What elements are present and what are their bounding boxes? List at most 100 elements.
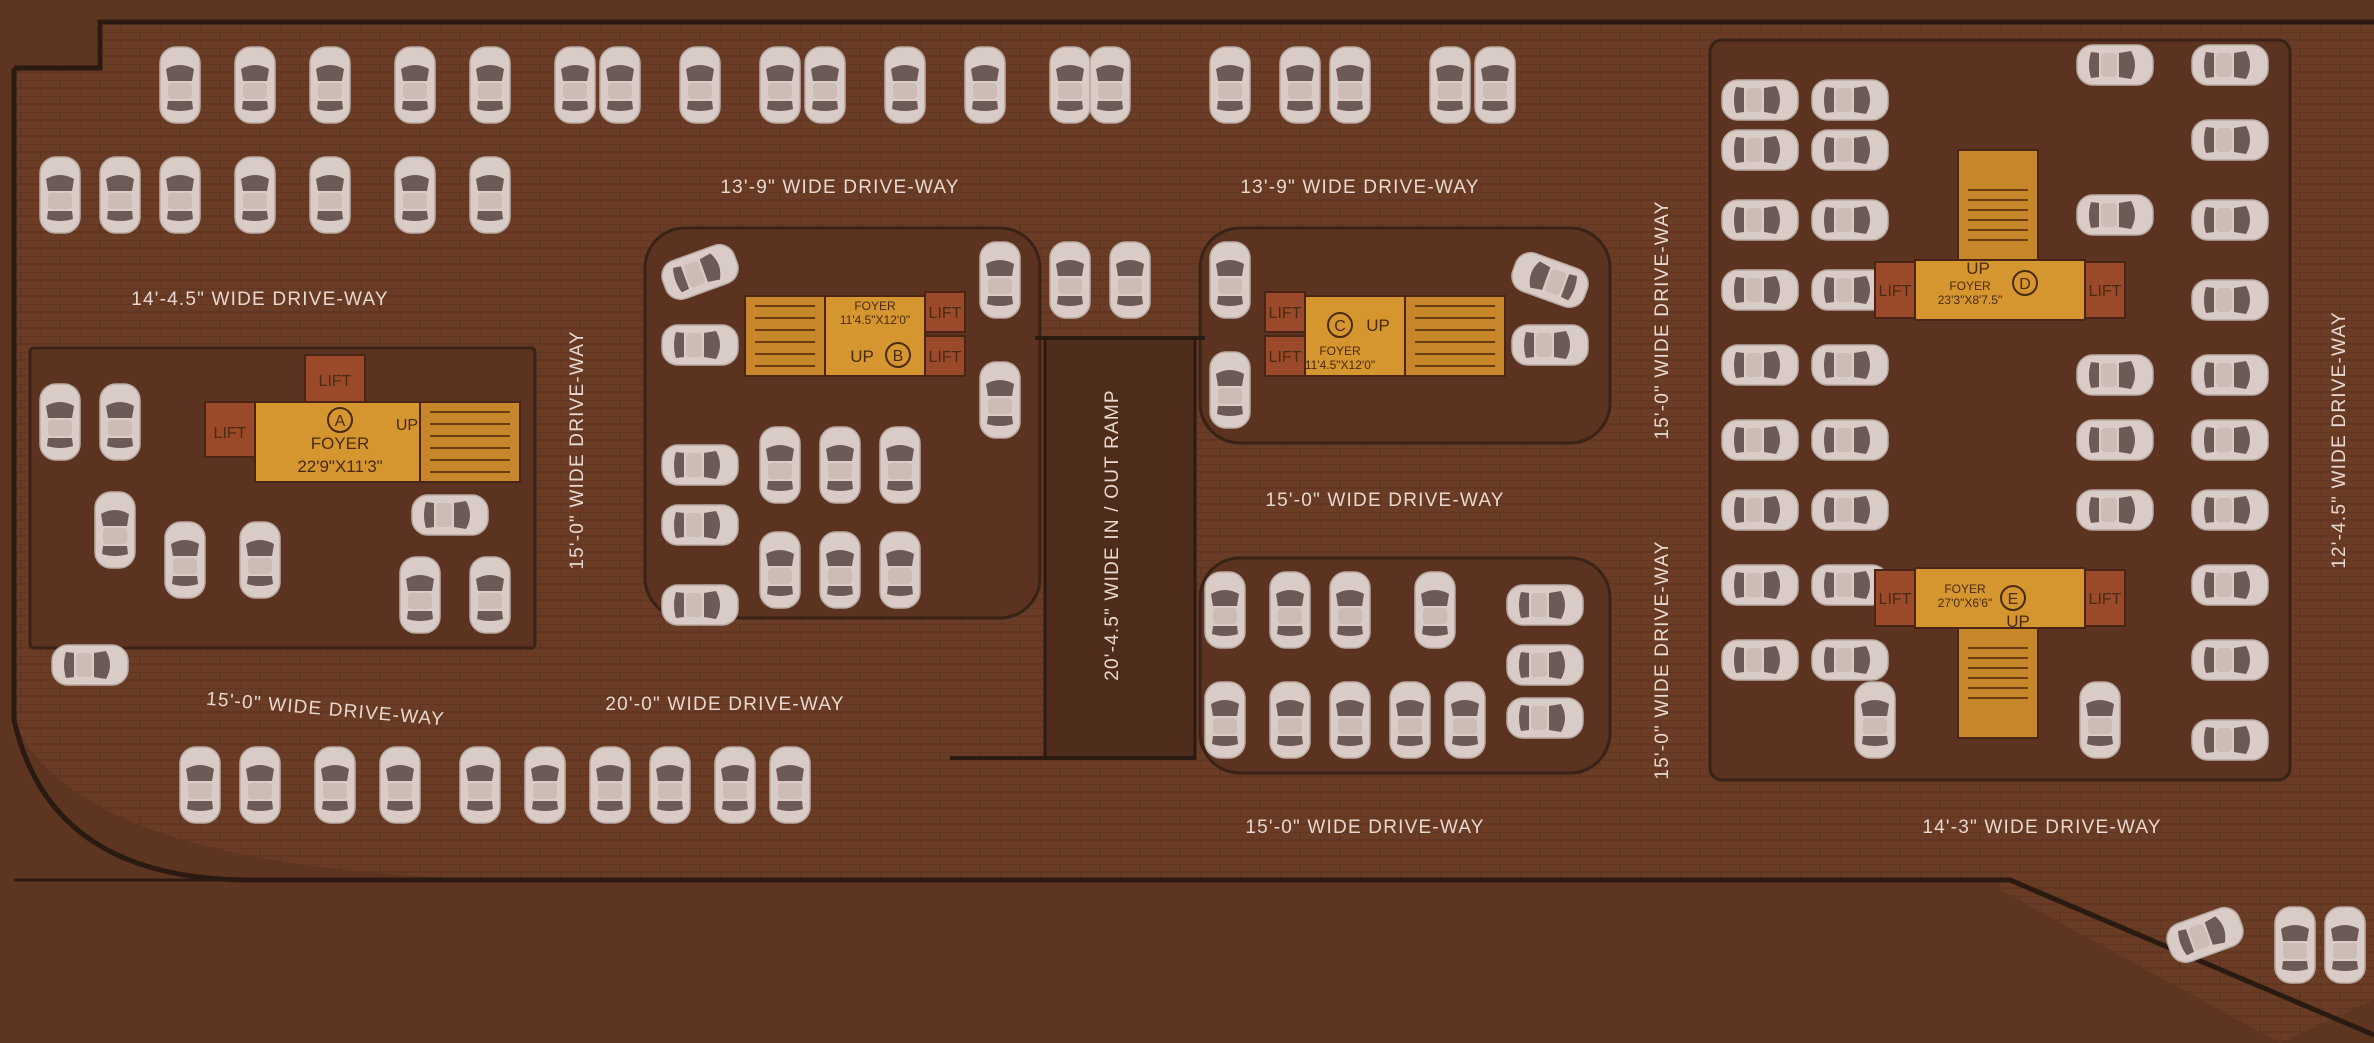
ramp-label: 20'-4.5" WIDE IN / OUT RAMP [1102, 389, 1123, 681]
car-icon [769, 746, 811, 824]
car-icon [2079, 681, 2121, 759]
foyer-size: 27'0"X6'6" [1938, 596, 1992, 610]
car-icon [1329, 46, 1371, 124]
car-icon [879, 531, 921, 609]
car-icon [1506, 584, 1584, 626]
car-icon [1811, 129, 1889, 171]
car-icon [1329, 571, 1371, 649]
foyer-label: FOYER [1319, 344, 1361, 358]
car-icon [2324, 906, 2366, 984]
car-icon [649, 746, 691, 824]
in-out-ramp [950, 336, 1205, 760]
car-icon [1721, 129, 1799, 171]
foyer-label: FOYER [1949, 279, 1991, 293]
car-icon [99, 383, 141, 461]
driveway-label: 15'-0" WIDE DRIVE-WAY [1652, 540, 1673, 779]
car-icon [1811, 79, 1889, 121]
car-icon [1811, 639, 1889, 681]
car-icon [879, 426, 921, 504]
car-icon [469, 556, 511, 634]
cores: LIFT LIFT A FOYER 22'9"X11'3" UP FOYER 1… [204, 149, 2126, 739]
car-icon [661, 324, 739, 366]
foyer-label: FOYER [311, 434, 370, 453]
car-icon [2191, 279, 2269, 321]
driveway-labels: 14'-4.5" WIDE DRIVE-WAY 13'-9" WIDE DRIV… [131, 177, 2350, 838]
up-label: UP [1966, 259, 1990, 278]
staircase-icon [1957, 149, 2039, 261]
car-icon [1429, 46, 1471, 124]
car-icon [2076, 44, 2154, 86]
car-icon [964, 46, 1006, 124]
driveway-label: 12'-4.5" WIDE DRIVE-WAY [2329, 311, 2350, 569]
car-icon [1279, 46, 1321, 124]
car-icon [239, 521, 281, 599]
car-icon [979, 241, 1021, 319]
car-icon [2076, 354, 2154, 396]
car-icon [1721, 79, 1799, 121]
lift-b-1 [924, 291, 966, 333]
driveway-label: 13'-9" WIDE DRIVE-WAY [720, 177, 959, 198]
car-icon [2076, 419, 2154, 461]
car-icon [39, 156, 81, 234]
car-icon [179, 746, 221, 824]
driveway-label: 15'-0" WIDE DRIVE-WAY [1652, 200, 1673, 439]
foyer-size: 11'4.5"X12'0" [840, 313, 910, 327]
foyer-label: FOYER [854, 299, 896, 313]
car-icon [2191, 564, 2269, 606]
driveway-label: 14'-4.5" WIDE DRIVE-WAY [131, 289, 389, 310]
car-icon [1049, 46, 1091, 124]
car-icon [554, 46, 596, 124]
car-icon [2076, 194, 2154, 236]
car-icon [159, 46, 201, 124]
foyer-label: FOYER [1944, 582, 1986, 596]
car-icon [819, 426, 861, 504]
foyer-size: 22'9"X11'3" [297, 457, 382, 476]
driveway-label: 20'-0" WIDE DRIVE-WAY [605, 694, 844, 715]
core-marker [2012, 270, 2038, 296]
driveway-label: 13'-9" WIDE DRIVE-WAY [1240, 177, 1479, 198]
staircase-icon [1404, 295, 1506, 377]
car-icon [1444, 681, 1486, 759]
car-icon [759, 426, 801, 504]
up-label: UP [850, 347, 874, 366]
up-label: UP [1366, 316, 1390, 335]
car-icon [469, 46, 511, 124]
lift-a-1 [204, 401, 256, 458]
car-icon [394, 156, 436, 234]
car-icon [2191, 119, 2269, 161]
car-icon [1414, 571, 1456, 649]
car-icon [884, 46, 926, 124]
car-icon [309, 46, 351, 124]
core-marker [885, 342, 911, 368]
car-icon [2274, 906, 2316, 984]
car-icon [2191, 639, 2269, 681]
lift-label: LIFT [929, 305, 962, 322]
car-icon [1721, 344, 1799, 386]
core-id: D [2019, 276, 2031, 293]
core-c: LIFT LIFT C UP FOYER 11'4.5"X12'0" [1264, 291, 1506, 377]
car-icon [459, 746, 501, 824]
car-icon [1049, 241, 1091, 319]
driveway-label: 14'-3" WIDE DRIVE-WAY [1922, 817, 2161, 838]
car-icon [1811, 344, 1889, 386]
core-a: LIFT LIFT A FOYER 22'9"X11'3" UP [204, 354, 521, 483]
car-icon [804, 46, 846, 124]
car-icon [1204, 681, 1246, 759]
car-icon [1854, 681, 1896, 759]
lift-d-2 [2084, 261, 2126, 319]
up-label: UP [396, 417, 418, 434]
driveway-label: 15'-0" WIDE DRIVE-WAY [1245, 817, 1484, 838]
lift-label: LIFT [2089, 283, 2122, 300]
car-icon [1474, 46, 1516, 124]
staircase-icon [1957, 627, 2039, 739]
car-icon [1506, 697, 1584, 739]
car-icon [51, 644, 129, 686]
lift-a-2 [304, 354, 366, 404]
lift-d-1 [1874, 261, 1916, 319]
car-icon [314, 746, 356, 824]
car-icon [1389, 681, 1431, 759]
car-icon [234, 46, 276, 124]
car-icon [1329, 681, 1371, 759]
lift-e-1 [1874, 569, 1916, 627]
